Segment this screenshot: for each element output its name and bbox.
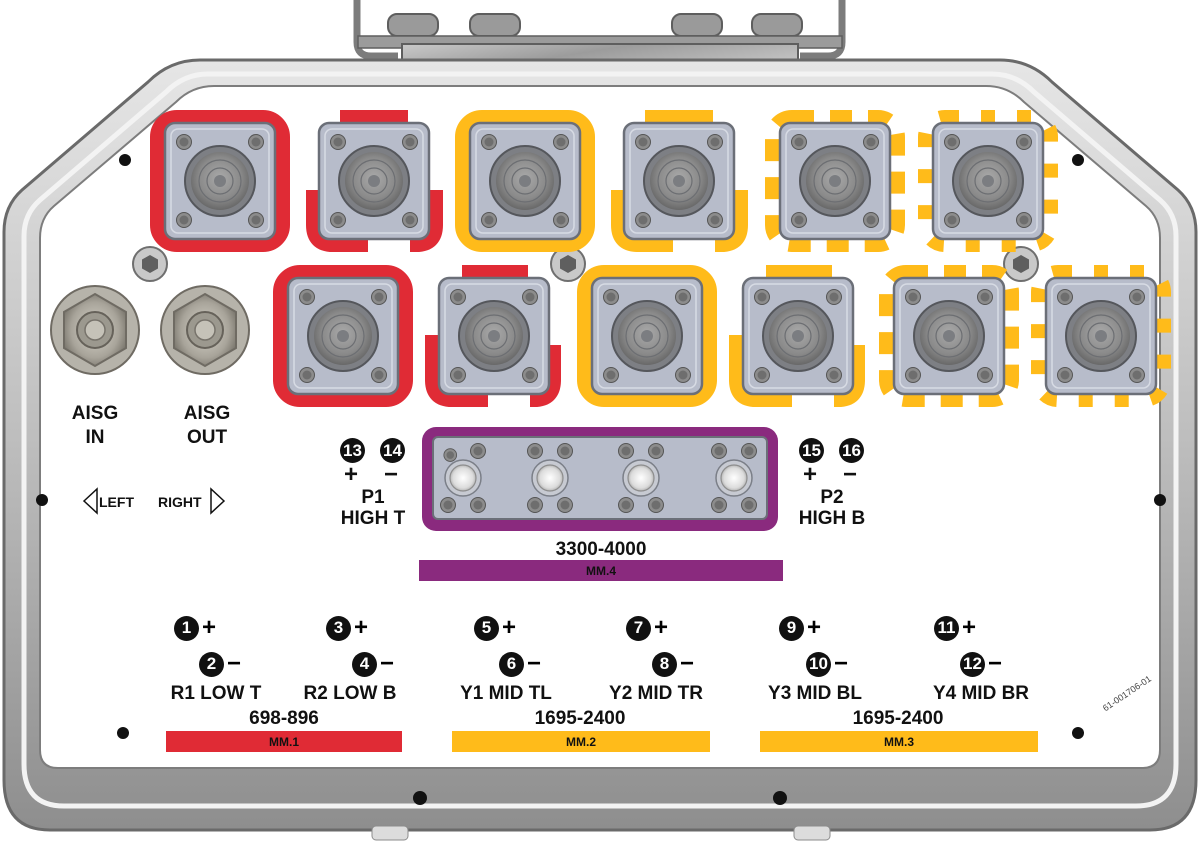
- port-12-label: 12−: [960, 650, 1002, 678]
- port-15-badge: 15: [799, 438, 824, 463]
- group-3-left-name: Y3 MID BL: [768, 683, 862, 704]
- mm2-band: MM.2: [452, 731, 710, 752]
- bottom-feet: [371, 825, 831, 841]
- port-frame-9: [765, 110, 905, 252]
- group-3-right-name: Y4 MID BR: [932, 683, 1030, 704]
- mm4-plate: [432, 436, 768, 520]
- port-11-label: 11+: [934, 614, 976, 642]
- port-frame-12: [1031, 265, 1171, 407]
- left-arrow-icon: [82, 487, 98, 515]
- mm4-band: MM.4: [419, 560, 783, 581]
- group-3-frequency: 1695-2400: [852, 708, 944, 729]
- port-frame-6: [577, 265, 717, 407]
- port-frame-11: [918, 110, 1058, 252]
- port-7-label: 7+: [626, 614, 668, 642]
- rf-connector-11: [933, 123, 1043, 239]
- port-10-label: 10−: [806, 650, 848, 678]
- port-9-label: 9+: [779, 614, 821, 642]
- port-frame-4: [425, 265, 561, 407]
- left-label: LEFT: [99, 494, 134, 510]
- port-3-label: 3+: [326, 614, 368, 642]
- port-13-badge: 13: [340, 438, 365, 463]
- port-5-label: 5+: [474, 614, 516, 642]
- port-4-label: 4−: [352, 650, 394, 678]
- group-2-right-name: Y2 MID TR: [609, 683, 703, 704]
- rf-connector-7: [624, 123, 734, 239]
- group-1-right-name: R2 LOW B: [303, 683, 397, 704]
- housing-bolts: [36, 154, 1166, 805]
- mm1-band: MM.1: [166, 731, 402, 752]
- port-16-badge: 16: [839, 438, 864, 463]
- port-frame-5: [455, 110, 595, 252]
- group-1-frequency: 698-896: [249, 708, 319, 729]
- aisg-out-connector: [160, 285, 250, 375]
- p1-minus: −: [384, 461, 399, 488]
- rf-connector-5: [470, 123, 580, 239]
- mm4-frequency: 3300-4000: [555, 539, 647, 560]
- hex-screws: [132, 246, 1039, 282]
- group-2-left-name: Y1 MID TL: [460, 683, 552, 704]
- rf-connector-8: [743, 278, 853, 394]
- rf-connector-4: [439, 278, 549, 394]
- port-frame-10: [879, 265, 1019, 407]
- rf-connector-1: [165, 123, 275, 239]
- port-6-label: 6−: [499, 650, 541, 678]
- group-1-left-name: R1 LOW T: [170, 683, 262, 704]
- mm4-connectors: [440, 443, 757, 513]
- rf-connector-9: [780, 123, 890, 239]
- enclosure-gasket: [21, 71, 1179, 809]
- port-2-label: 2−: [199, 650, 241, 678]
- p2-plus: +: [803, 461, 818, 488]
- port-frame-3: [306, 110, 443, 252]
- port-8-label: 8−: [652, 650, 694, 678]
- mm3-band: MM.3: [760, 731, 1038, 752]
- group-2-frequency: 1695-2400: [534, 708, 626, 729]
- aisg-in-connector: [50, 285, 140, 375]
- rf-connector-12: [1046, 278, 1156, 394]
- rf-connector-6: [592, 278, 702, 394]
- rf-connector-3: [319, 123, 429, 239]
- port-14-badge: 14: [380, 438, 405, 463]
- right-arrow-icon: [210, 487, 226, 515]
- rf-connector-2: [288, 278, 398, 394]
- port-frame-8: [729, 265, 865, 407]
- port-frame-2: [273, 265, 413, 407]
- right-label: RIGHT: [158, 494, 202, 510]
- port-frame-7: [611, 110, 748, 252]
- rf-connector-10: [894, 278, 1004, 394]
- p1-plus: +: [344, 461, 359, 488]
- port-frame-1: [150, 110, 290, 252]
- port-1-label: 1+: [174, 614, 216, 642]
- p2-minus: −: [843, 461, 858, 488]
